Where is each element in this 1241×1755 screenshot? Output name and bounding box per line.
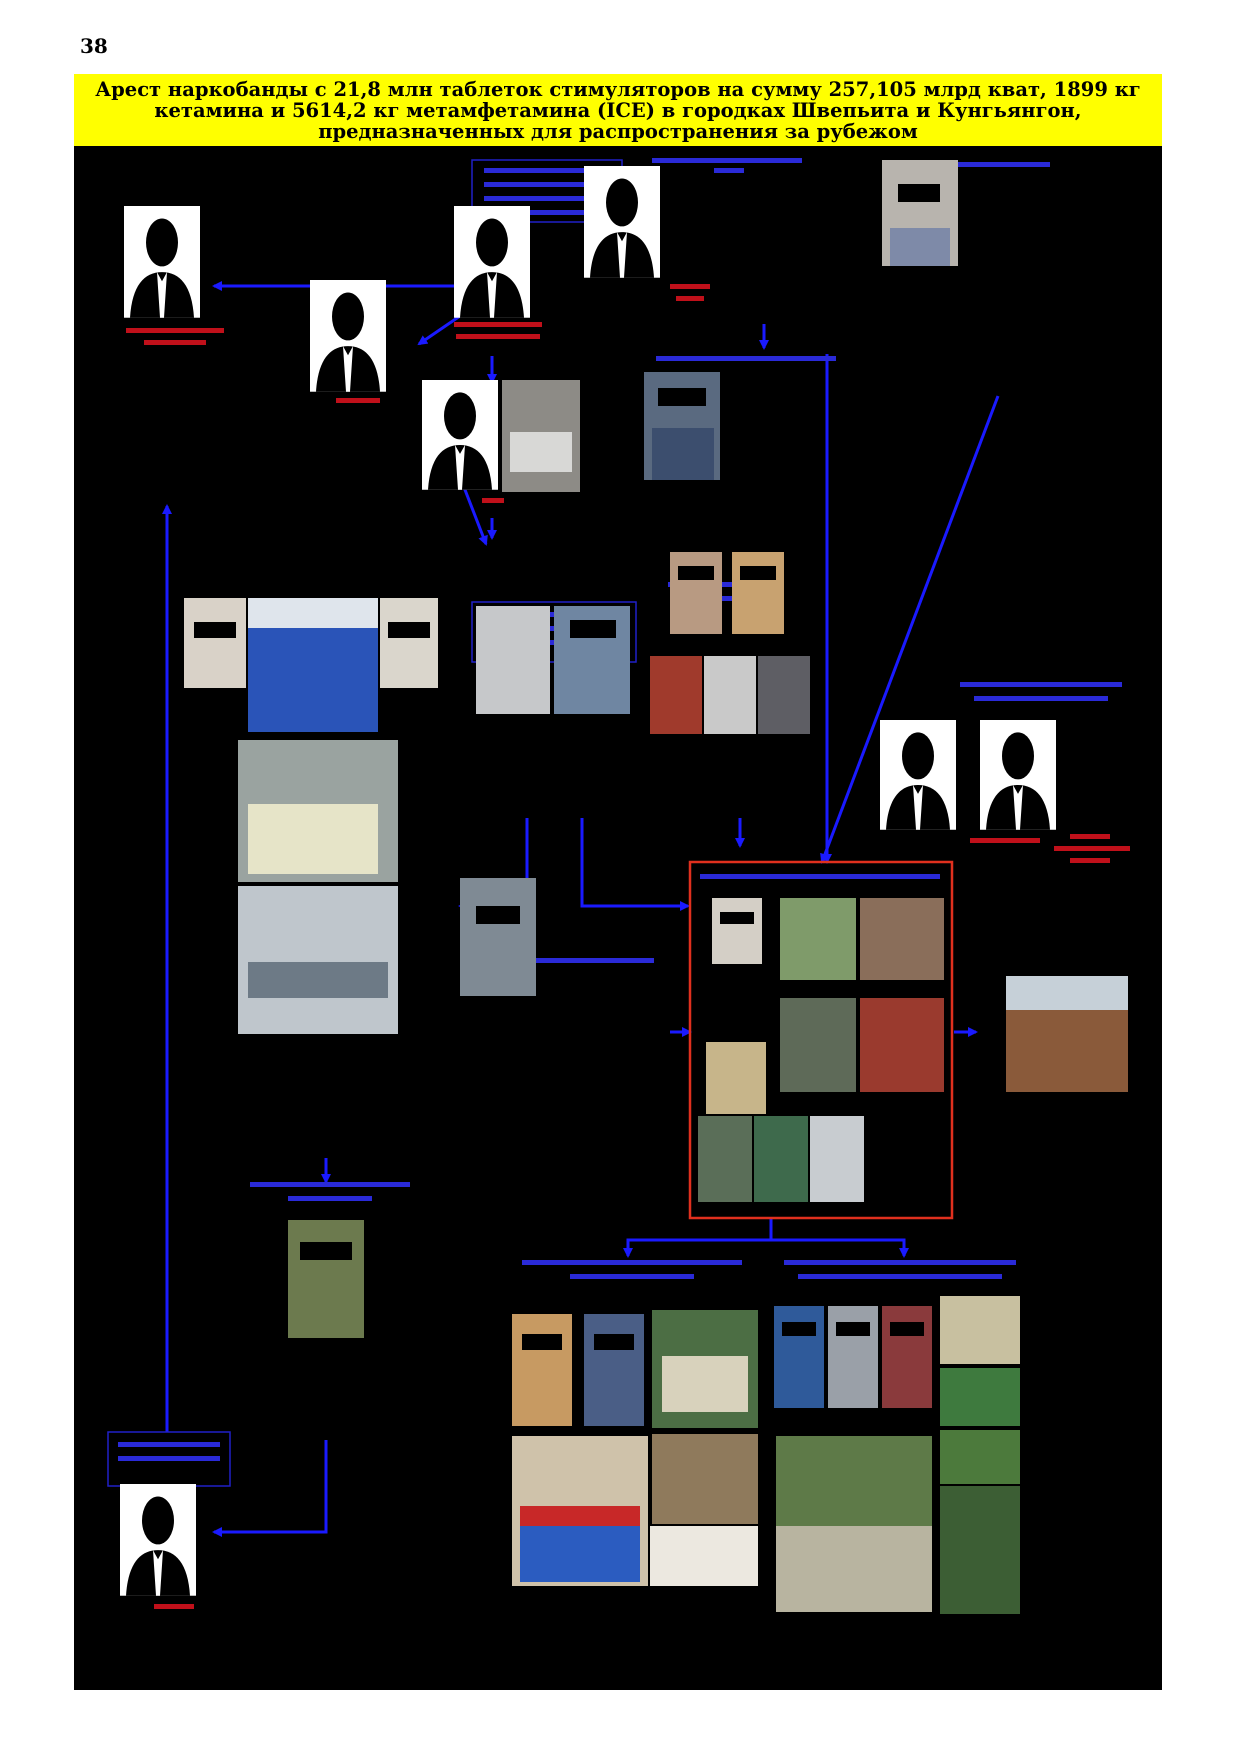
page-title: Арест наркобанды с 21,8 млн таблеток сти… <box>74 74 1162 146</box>
network-diagram <box>74 146 1162 1690</box>
page-number: 38 <box>80 34 108 58</box>
